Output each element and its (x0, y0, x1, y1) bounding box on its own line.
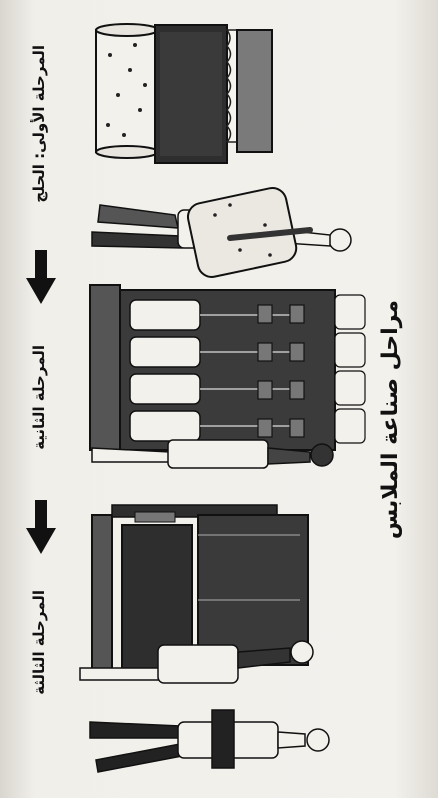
tailor-worker-illustration (89, 709, 330, 773)
spinning-machine-illustration (89, 284, 366, 469)
stage-three-label: المرحلة الثالثة (30, 590, 48, 695)
page-title: مراحل صناعة الملابس (378, 300, 403, 540)
down-arrow-icon (26, 500, 56, 554)
stage-two-label: المرحلة الثانية (30, 345, 48, 450)
weaving-loom-illustration (79, 504, 314, 684)
worker-carrying-cotton-illustration (91, 187, 352, 278)
down-arrow-icon (26, 250, 56, 304)
cotton-gin-machine-illustration (95, 23, 273, 164)
stage-one-label: المرحلة الأولى: الحلج (30, 45, 48, 203)
